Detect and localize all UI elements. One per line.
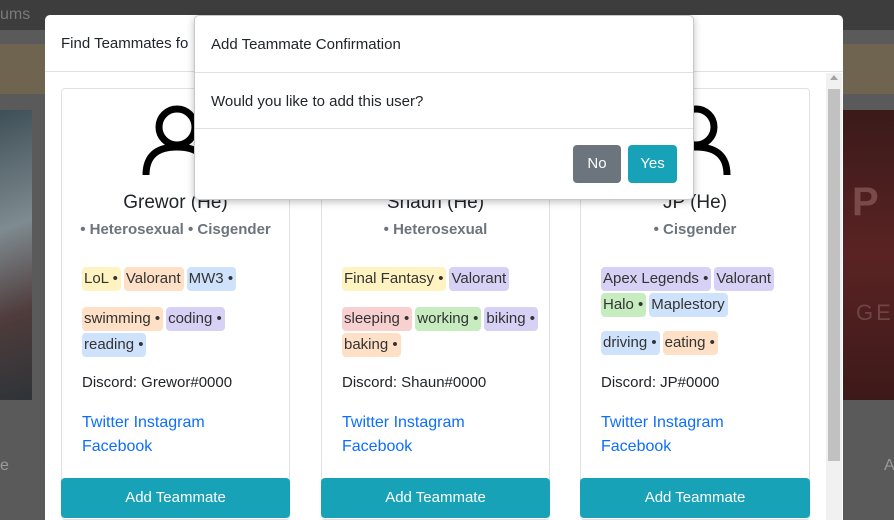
modal-scrollbar[interactable] bbox=[826, 73, 842, 520]
add-teammate-confirmation-dialog: Add Teammate Confirmation Would you like… bbox=[194, 15, 694, 200]
hobby-tag: biking • bbox=[484, 307, 539, 331]
social-links: Twitter Instagram Facebook bbox=[342, 411, 502, 459]
yes-button[interactable]: Yes bbox=[628, 145, 677, 183]
hobby-tag: eating • bbox=[662, 331, 718, 355]
hobby-tag: baking • bbox=[342, 333, 401, 357]
game-tag: Valorant bbox=[123, 267, 184, 291]
no-button[interactable]: No bbox=[573, 145, 621, 183]
discord-handle: Discord: JP#0000 bbox=[601, 374, 720, 391]
background-right-text: A bbox=[884, 457, 894, 474]
discord-handle: Discord: Grewor#0000 bbox=[82, 374, 233, 391]
instagram-link[interactable]: Instagram bbox=[393, 414, 465, 431]
game-tags: Final Fantasy • Valorant bbox=[342, 267, 543, 291]
confirmation-title: Add Teammate Confirmation bbox=[211, 36, 401, 53]
add-teammate-button[interactable]: Add Teammate bbox=[61, 478, 290, 518]
hobby-tag: swimming • bbox=[82, 307, 164, 331]
hobby-tag: driving • bbox=[601, 331, 660, 355]
facebook-link[interactable]: Facebook bbox=[601, 438, 672, 455]
discord-handle: Discord: Shaun#0000 bbox=[342, 374, 487, 391]
hobby-tag: coding • bbox=[166, 307, 225, 331]
background-left-text: e bbox=[0, 457, 9, 474]
game-tag: Maplestory bbox=[649, 293, 728, 317]
game-tag: LoL • bbox=[82, 267, 121, 291]
game-tag: Apex Legends • bbox=[601, 267, 712, 291]
background-game-image-right bbox=[842, 110, 894, 400]
twitter-link[interactable]: Twitter bbox=[82, 414, 130, 431]
instagram-link[interactable]: Instagram bbox=[652, 414, 724, 431]
add-teammate-button[interactable]: Add Teammate bbox=[580, 478, 810, 518]
instagram-link[interactable]: Instagram bbox=[133, 414, 205, 431]
scroll-up-arrow-icon[interactable] bbox=[830, 75, 838, 80]
game-tags: Apex Legends • Valorant Halo • Maplestor… bbox=[601, 267, 803, 317]
hobby-tag: working • bbox=[415, 307, 482, 331]
user-identity: • Cisgender bbox=[653, 221, 737, 238]
hobby-tag: sleeping • bbox=[342, 307, 413, 331]
background-image-text: P bbox=[852, 180, 881, 224]
confirmation-message: Would you like to add this user? bbox=[211, 93, 424, 110]
hobby-tags: sleeping • working • biking • baking • bbox=[342, 307, 543, 357]
social-links: Twitter Instagram Facebook bbox=[82, 411, 242, 459]
twitter-link[interactable]: Twitter bbox=[342, 414, 390, 431]
game-tag: Halo • bbox=[601, 293, 647, 317]
hobby-tags: swimming • coding • reading • bbox=[82, 307, 283, 357]
user-identity: • Heterosexual bbox=[383, 221, 488, 238]
social-links: Twitter Instagram Facebook bbox=[601, 411, 761, 459]
background-game-image-left bbox=[0, 110, 32, 400]
game-tags: LoL • Valorant MW3 • bbox=[82, 267, 283, 291]
facebook-link[interactable]: Facebook bbox=[342, 438, 413, 455]
find-teammates-title: Find Teammates fo bbox=[61, 35, 189, 52]
twitter-link[interactable]: Twitter bbox=[601, 414, 649, 431]
facebook-link[interactable]: Facebook bbox=[82, 438, 153, 455]
confirmation-body: Would you like to add this user? bbox=[195, 73, 693, 129]
background-nav-text: ums bbox=[0, 6, 31, 23]
scroll-thumb[interactable] bbox=[828, 89, 840, 461]
hobby-tags: driving • eating • bbox=[601, 331, 803, 355]
background-image-subtext: GEN bbox=[856, 300, 894, 325]
user-identity: • Heterosexual • Cisgender bbox=[80, 221, 271, 238]
user-card-grewor: Grewor (He) • Heterosexual • Cisgender L… bbox=[61, 88, 290, 520]
confirmation-header: Add Teammate Confirmation bbox=[195, 16, 693, 73]
add-teammate-button[interactable]: Add Teammate bbox=[321, 478, 550, 518]
game-tag: Valorant bbox=[449, 267, 510, 291]
hobby-tag: reading • bbox=[82, 333, 147, 357]
game-tag: Valorant bbox=[714, 267, 775, 291]
game-tag: MW3 • bbox=[186, 267, 237, 291]
game-tag: Final Fantasy • bbox=[342, 267, 447, 291]
